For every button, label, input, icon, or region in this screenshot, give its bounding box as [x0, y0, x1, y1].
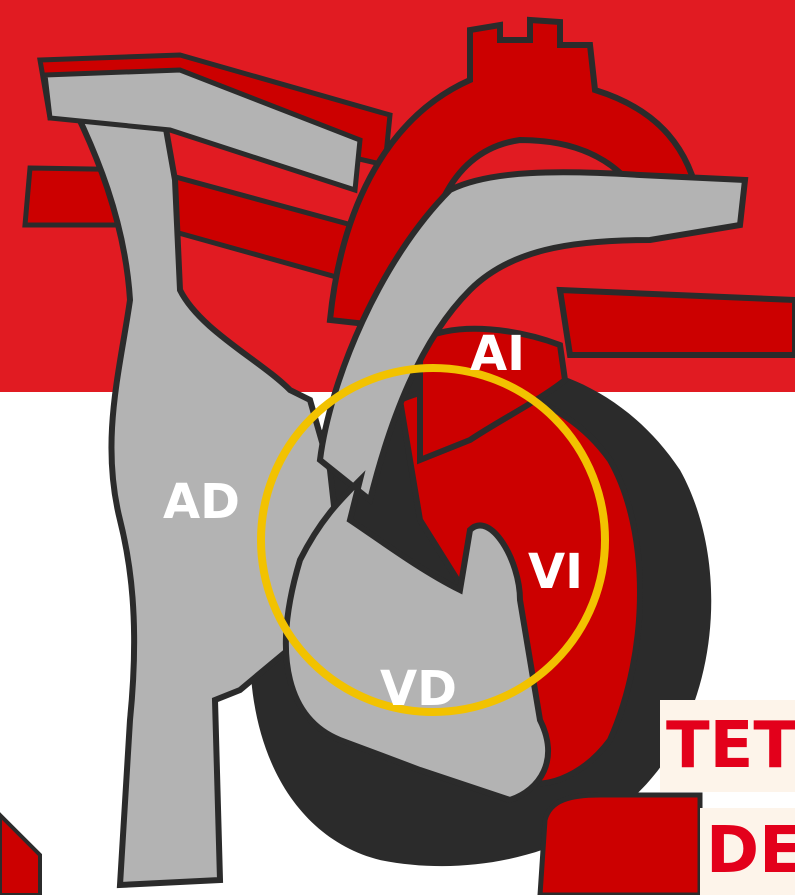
lower-right-vessel-stub	[540, 795, 700, 895]
label-right-atrium: AD	[163, 474, 240, 530]
right-red-vessel	[560, 290, 795, 355]
title-line-2: DE	[700, 808, 795, 895]
label-right-ventricle: VD	[380, 661, 457, 717]
title-line-1: TET	[660, 700, 795, 792]
label-left-ventricle: VI	[528, 544, 583, 600]
label-left-atrium: AI	[470, 326, 525, 382]
lower-left-vessel-stub	[0, 815, 40, 895]
